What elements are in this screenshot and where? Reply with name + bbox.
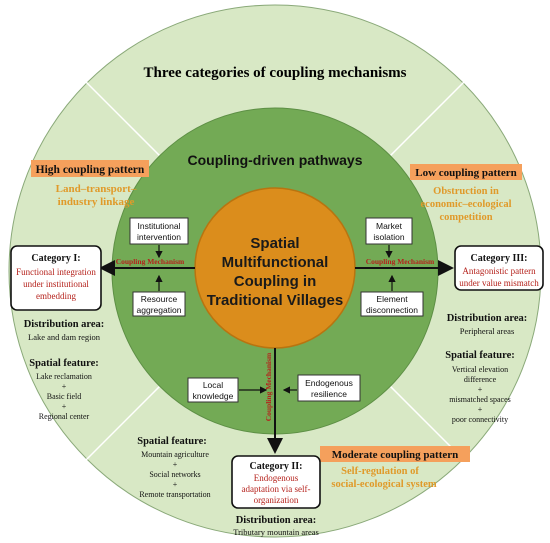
category-1-box: Category I: Functional integration under…	[10, 245, 102, 311]
pathways-title: Coupling-driven pathways	[187, 152, 362, 168]
svg-text:resilience: resilience	[311, 389, 347, 399]
svg-text:isolation: isolation	[373, 232, 404, 242]
svg-text:disconnection: disconnection	[366, 305, 418, 315]
svg-text:Spatial: Spatial	[250, 235, 299, 252]
svg-text:Distribution area:: Distribution area:	[24, 319, 105, 330]
svg-text:+: +	[173, 460, 178, 469]
svg-text:Spatial feature:: Spatial feature:	[445, 350, 515, 361]
svg-text:Multifunctional: Multifunctional	[222, 254, 329, 271]
svg-text:social-ecological system: social-ecological system	[331, 479, 437, 490]
driver-institutional: Institutional intervention	[129, 217, 189, 245]
svg-text:Lake reclamation: Lake reclamation	[36, 372, 92, 381]
svg-text:Antagonistic pattern: Antagonistic pattern	[462, 266, 536, 276]
svg-text:High coupling pattern: High coupling pattern	[36, 164, 145, 176]
driver-resource: Resource aggregation	[132, 291, 186, 317]
svg-text:Remote transportation: Remote transportation	[139, 490, 210, 499]
svg-text:Element: Element	[376, 294, 408, 304]
svg-text:under value mismatch: under value mismatch	[459, 278, 539, 288]
svg-text:mismatched spaces: mismatched spaces	[449, 395, 511, 404]
svg-text:Spatial feature:: Spatial feature:	[29, 358, 99, 369]
driver-market: Market isolation	[365, 217, 413, 245]
svg-text:intervention: intervention	[137, 232, 181, 242]
svg-text:aggregation: aggregation	[137, 305, 182, 315]
mechanism-label-bottom: Coupling Mechanism	[264, 352, 273, 421]
svg-text:Moderate coupling pattern: Moderate coupling pattern	[332, 449, 458, 461]
pattern-low: Low coupling pattern Obstruction in econ…	[410, 164, 522, 223]
svg-text:Distribution area:: Distribution area:	[447, 313, 528, 324]
svg-text:Basic field: Basic field	[47, 392, 81, 401]
svg-text:Low coupling pattern: Low coupling pattern	[415, 167, 516, 179]
svg-text:Coupling in: Coupling in	[234, 273, 316, 290]
svg-text:organization: organization	[254, 495, 299, 505]
svg-text:+: +	[62, 402, 67, 411]
svg-text:+: +	[173, 480, 178, 489]
svg-text:poor connectivity: poor connectivity	[452, 415, 508, 424]
svg-text:Obstruction in: Obstruction in	[433, 186, 499, 197]
svg-text:industry linkage: industry linkage	[58, 196, 135, 208]
pattern-high: High coupling pattern Land–transport– in…	[31, 160, 149, 208]
bottom-info: Spatial feature: Mountain agriculture + …	[137, 436, 319, 537]
svg-text:embedding: embedding	[36, 291, 76, 301]
svg-text:Category III:: Category III:	[471, 253, 528, 264]
svg-text:+: +	[62, 382, 67, 391]
driver-local: Local knowledge	[187, 377, 239, 403]
pattern-moderate: Moderate coupling pattern Self-regulatio…	[320, 446, 470, 490]
svg-text:+: +	[478, 405, 483, 414]
svg-text:Traditional Villages: Traditional Villages	[207, 292, 343, 309]
svg-text:Functional integration: Functional integration	[16, 267, 96, 277]
mechanism-label-left: Coupling Mechanism	[116, 257, 185, 266]
driver-endogenous: Endogenous resilience	[297, 374, 361, 402]
driver-element: Element disconnection	[360, 291, 424, 317]
svg-text:Endogenous: Endogenous	[254, 473, 299, 483]
svg-text:Institutional: Institutional	[138, 221, 181, 231]
svg-text:Category II:: Category II:	[249, 461, 302, 472]
svg-text:Category I:: Category I:	[31, 253, 80, 264]
svg-text:Social networks: Social networks	[149, 470, 200, 479]
svg-text:Local: Local	[203, 380, 223, 390]
svg-text:+: +	[478, 385, 483, 394]
svg-text:Self-regulation of: Self-regulation of	[341, 466, 419, 477]
svg-text:Land–transport–: Land–transport–	[56, 183, 137, 195]
category-2-box: Category II: Endogenous adaptation via s…	[231, 455, 321, 509]
category-3-box: Category III: Antagonistic pattern under…	[454, 245, 544, 291]
svg-text:Spatial feature:: Spatial feature:	[137, 436, 207, 447]
svg-text:adaptation via self-: adaptation via self-	[242, 484, 311, 494]
svg-text:Resource: Resource	[141, 294, 178, 304]
svg-text:Distribution area:: Distribution area:	[236, 515, 317, 526]
outer-title: Three categories of coupling mechanisms	[143, 65, 406, 81]
svg-text:difference: difference	[464, 375, 497, 384]
svg-text:Mountain agriculture: Mountain agriculture	[141, 450, 209, 459]
core-title: Spatial Multifunctional Coupling in Trad…	[207, 235, 343, 309]
svg-text:Regional center: Regional center	[39, 412, 90, 421]
mechanism-label-right: Coupling Mechanism	[366, 257, 435, 266]
svg-text:Tributary mountain areas: Tributary mountain areas	[233, 527, 319, 537]
svg-text:Lake and dam region: Lake and dam region	[28, 332, 101, 342]
left-info: Distribution area: Lake and dam region S…	[24, 319, 105, 421]
right-info: Distribution area: Peripheral areas Spat…	[445, 313, 527, 424]
svg-text:under institutional: under institutional	[23, 279, 89, 289]
svg-text:knowledge: knowledge	[193, 391, 234, 401]
svg-text:Vertical elevation: Vertical elevation	[452, 365, 508, 374]
svg-text:Peripheral areas: Peripheral areas	[460, 326, 515, 336]
svg-text:Market: Market	[376, 221, 403, 231]
svg-text:Endogenous: Endogenous	[305, 378, 353, 388]
svg-text:economic–ecological: economic–ecological	[421, 199, 512, 210]
svg-text:competition: competition	[439, 212, 492, 223]
